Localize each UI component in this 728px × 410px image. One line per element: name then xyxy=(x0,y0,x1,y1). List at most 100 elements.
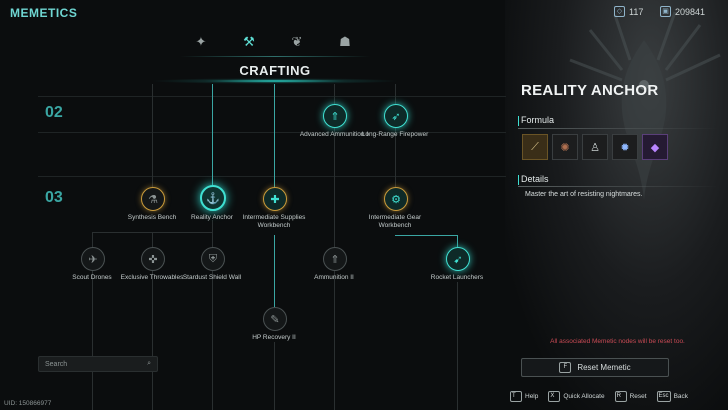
node-exclusive-throwables[interactable]: ✜ xyxy=(141,247,165,271)
node-ammunition-2[interactable]: ⇑ xyxy=(323,247,347,271)
hint-label: Reset xyxy=(629,393,647,400)
node-label: Exclusive Throwables xyxy=(120,274,184,281)
connector-line xyxy=(92,232,93,248)
connector-line xyxy=(212,220,213,248)
hint-label: Quick Allocate xyxy=(563,393,605,400)
formula-item[interactable]: ⟋ xyxy=(522,134,548,160)
resource-1-value: 117 xyxy=(629,6,644,17)
connector-line xyxy=(212,84,213,198)
node-label: Advanced Ammunition I xyxy=(299,131,369,138)
tab-tree[interactable]: ❦ xyxy=(286,32,308,52)
reset-memetic-button[interactable]: F Reset Memetic xyxy=(521,358,669,377)
anchor-icon: ⚓ xyxy=(206,192,220,205)
connector-line xyxy=(457,282,458,410)
formula-item[interactable]: ✹ xyxy=(612,134,638,160)
gear-icon: ✺ xyxy=(560,141,570,154)
node-scout-drones[interactable]: ✈ xyxy=(81,247,105,271)
bench-icon: ⚗ xyxy=(148,193,158,206)
rocket-icon: ➹ xyxy=(453,253,463,266)
node-rocket-launchers[interactable]: ➹ xyxy=(446,247,470,271)
search-input[interactable]: Search ⌕ xyxy=(38,356,158,372)
detail-title: REALITY ANCHOR xyxy=(521,82,659,99)
tab-mutation[interactable]: ✦ xyxy=(190,32,212,52)
connector-line xyxy=(152,232,153,248)
connector-line xyxy=(212,270,213,410)
details-heading-label: Details xyxy=(521,174,549,184)
syringe-icon: ✎ xyxy=(270,313,280,326)
mutation-icon: ✦ xyxy=(195,34,207,49)
crystal-icon: ◆ xyxy=(650,141,660,154)
node-synthesis-bench[interactable]: ⚗ xyxy=(141,187,165,211)
node-intermediate-supplies[interactable]: ✚ xyxy=(263,187,287,211)
uid-label: UID: 150866977 xyxy=(4,400,52,407)
node-label: Intermediate Gear Workbench xyxy=(368,214,422,229)
connector-line xyxy=(334,270,335,410)
hint-label: Back xyxy=(673,393,689,400)
crafting-icon: ⚒ xyxy=(243,34,255,49)
shield-icon: ⛨ xyxy=(208,252,218,265)
reset-warning: All associated Memetic nodes will be res… xyxy=(550,338,685,345)
reset-key: F xyxy=(559,362,572,373)
currency-icon: ▣ xyxy=(660,6,671,17)
node-reality-anchor[interactable]: ⚓ xyxy=(200,185,226,211)
ammo-icon: ⇑ xyxy=(330,110,340,123)
connector-line xyxy=(457,235,458,247)
details-heading: Details xyxy=(518,174,549,185)
tab-divider xyxy=(180,56,370,57)
node-stardust-shield-wall[interactable]: ⛨ xyxy=(201,247,225,271)
connector-line xyxy=(92,270,93,410)
memetic-point-icon: ◇ xyxy=(614,6,625,17)
blade-icon: ⟋ xyxy=(531,140,539,153)
tab-crafting[interactable]: ⚒ xyxy=(238,32,260,52)
row-divider xyxy=(38,132,506,133)
orb-icon: ✹ xyxy=(620,141,630,154)
resource-2: ▣ 209841 xyxy=(660,6,705,17)
formula-item[interactable]: ✺ xyxy=(552,134,578,160)
node-long-range-firepower[interactable]: ➶ xyxy=(384,104,408,128)
node-advanced-ammunition[interactable]: ⇑ xyxy=(323,104,347,128)
tree-icon: ❦ xyxy=(291,34,303,49)
row-label-02: 02 xyxy=(45,104,63,121)
ammo-icon: ⇑ xyxy=(330,253,340,266)
hint-key: X xyxy=(548,391,561,402)
hint-key: Esc xyxy=(656,391,671,402)
supplies-icon: ✚ xyxy=(270,193,280,206)
node-label: Synthesis Bench xyxy=(127,214,177,221)
resource-1: ◇ 117 xyxy=(614,6,643,17)
tab-brain[interactable]: ☗ xyxy=(334,32,356,52)
node-label: Ammunition II xyxy=(314,274,354,281)
node-label: Scout Drones xyxy=(72,274,112,281)
connector-line xyxy=(274,342,275,410)
accent-bar xyxy=(518,174,519,185)
formula-items: ⟋ ✺ ♙ ✹ ◆ xyxy=(522,134,668,160)
formula-item[interactable]: ◆ xyxy=(642,134,668,160)
formula-heading-label: Formula xyxy=(521,115,555,125)
drone-icon: ✈ xyxy=(88,253,98,266)
details-text: Master the art of resisting nightmares. xyxy=(525,191,643,198)
section-divider xyxy=(518,128,718,129)
connector-line xyxy=(395,235,457,236)
gear-bench-icon: ⚙ xyxy=(391,193,401,206)
node-intermediate-gear[interactable]: ⚙ xyxy=(384,187,408,211)
node-label: Rocket Launchers xyxy=(430,274,484,281)
accent-bar xyxy=(518,115,519,126)
hint-key: R xyxy=(614,391,627,402)
formula-item[interactable]: ♙ xyxy=(582,134,608,160)
connector-line xyxy=(274,235,275,307)
creature-art xyxy=(569,11,721,200)
reset-label: Reset Memetic xyxy=(577,363,631,372)
grenade-icon: ✜ xyxy=(148,253,158,266)
row-divider xyxy=(38,96,506,97)
section-title: CRAFTING xyxy=(239,63,311,78)
vial-icon: ♙ xyxy=(590,141,600,154)
search-placeholder: Search xyxy=(45,360,68,368)
row-label-03: 03 xyxy=(45,189,63,206)
connector-line xyxy=(334,127,335,247)
node-hp-recovery-2[interactable]: ✎ xyxy=(263,307,287,331)
hint-key: T xyxy=(510,391,522,402)
formula-heading: Formula xyxy=(518,115,554,126)
